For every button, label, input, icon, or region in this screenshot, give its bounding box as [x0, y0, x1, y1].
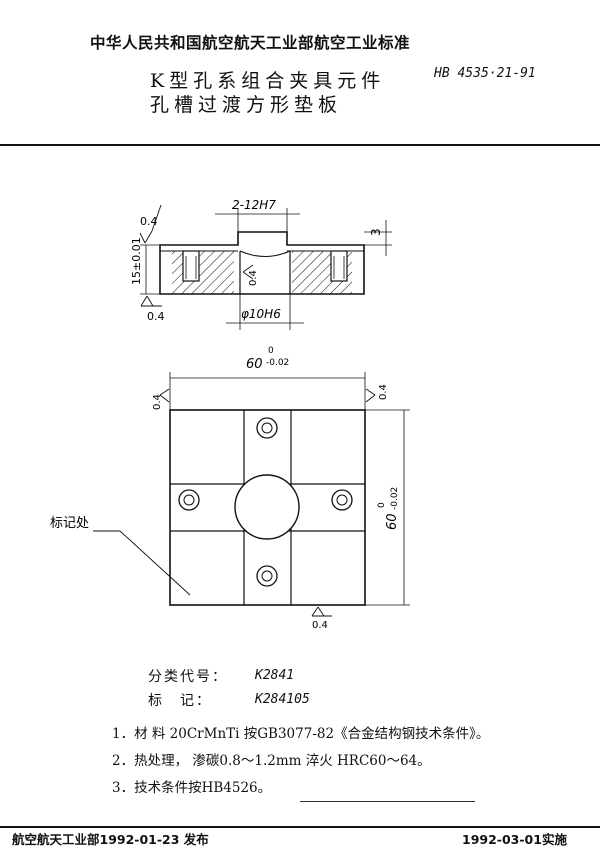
standard-number: HB 4535·21-91 [434, 66, 536, 81]
hole-dim-label: φ10H6 [241, 307, 281, 321]
plan-view: 60 0 -0.02 0.4 0.4 60 0 -0.02 [50, 346, 410, 631]
note-heat-treatment: 2．热处理， 渗碳0.8～1.2mm 淬火 HRC60～64。 [112, 753, 431, 769]
section-view: 2-12H7 3 15±0.01 0.4 0.4 0.4 φ10H6 [130, 198, 392, 330]
code-value: K2841 [255, 668, 295, 683]
document-title-line2: 孔槽过渡方形垫板 [150, 94, 343, 116]
width-tol-lower: -0.02 [266, 358, 289, 368]
roughness-top-label: 0.4 [140, 215, 158, 228]
plan-height-dim-label: 60 [385, 513, 400, 530]
document-title-line1: K型孔系组合夹具元件 [150, 70, 386, 92]
roughness-bore-label: 0.4 [248, 270, 259, 286]
note-material: 1．材 料 20CrMnTi 按GB3077-82《合金结构钢技术条件》。 [112, 726, 490, 742]
width-tol-upper: 0 [268, 346, 274, 356]
marking-label: 标记处 [50, 516, 89, 531]
organization-title: 中华人民共和国航空航天工业部航空工业标准 [90, 34, 411, 52]
plan-height-tol-lower: -0.02 [390, 487, 400, 510]
depth-dim-label: 3 [369, 228, 383, 236]
footer-divider [0, 826, 600, 828]
mark-label: 标 记： [148, 693, 212, 709]
note-technical-conditions: 3．技术条件按HB4526。 [112, 780, 272, 796]
roughness-plan-right: 0.4 [378, 384, 389, 400]
roughness-bottom-label: 0.4 [147, 310, 165, 323]
roughness-plan-bottom: 0.4 [312, 620, 328, 631]
plan-height-tol-upper: 0 [377, 502, 387, 508]
implementation-info: 1992-03-01实施 [462, 832, 567, 847]
roughness-plan-left: 0.4 [152, 394, 163, 410]
width-dim-label: 60 [246, 357, 263, 372]
issue-info: 航空航天工业部1992-01-23 发布 [12, 832, 209, 847]
footer-short-rule [300, 801, 475, 802]
mark-value: K284105 [255, 692, 310, 707]
slot-dim-label: 2-12H7 [232, 198, 276, 212]
code-label: 分类代号： [148, 669, 228, 685]
height-dim-label: 15±0.01 [130, 237, 143, 285]
header-divider [0, 144, 600, 146]
